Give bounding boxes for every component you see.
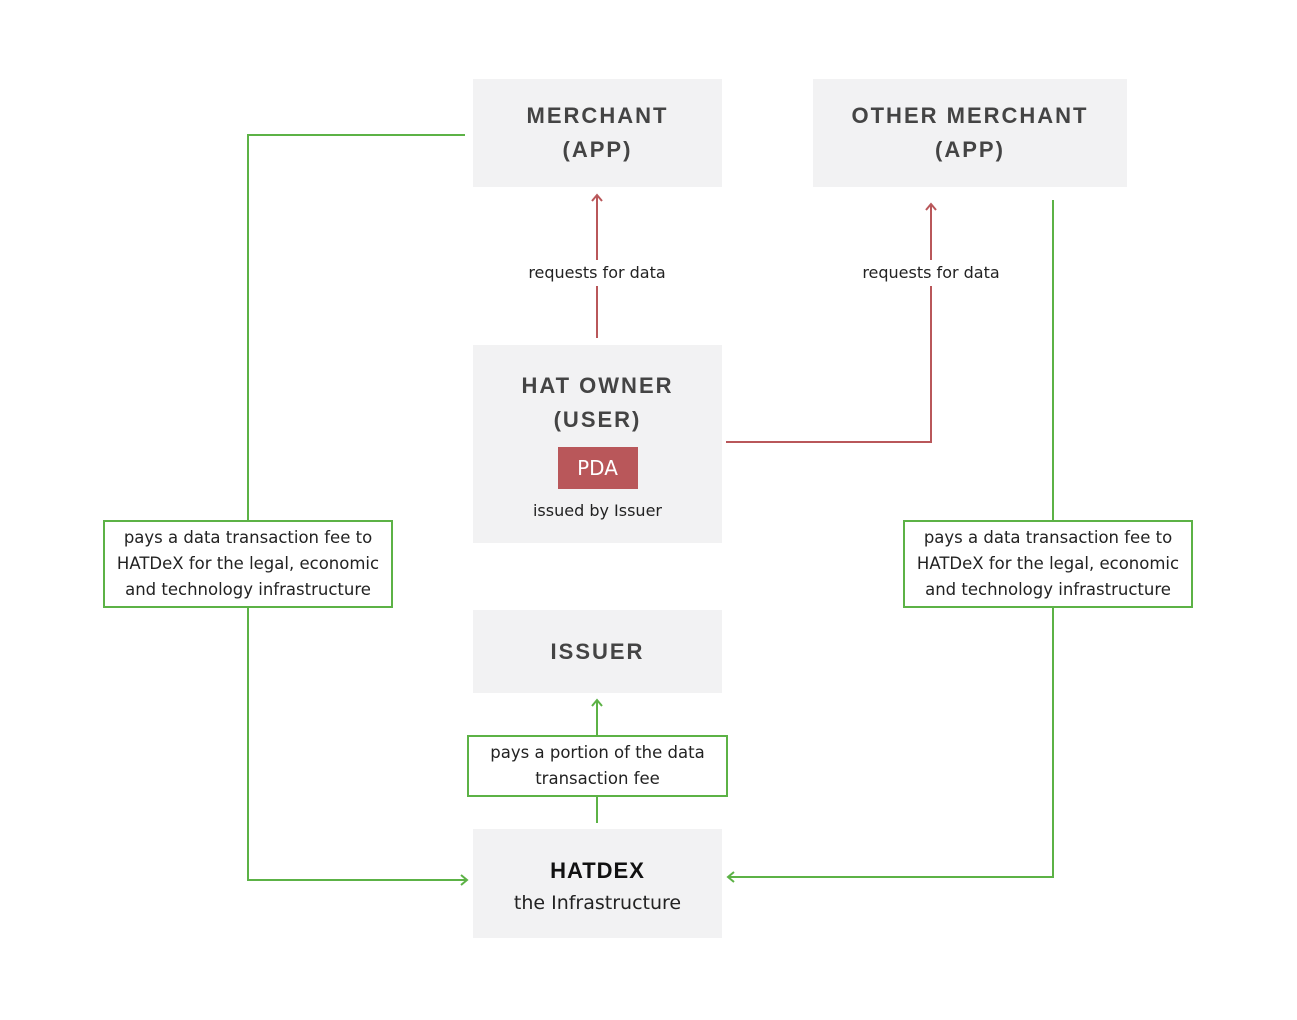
merchant-title: MERCHANT [526,103,669,128]
issuer-node: ISSUER [473,610,722,693]
merchant-node: MERCHANT (APP) [473,79,722,187]
hatdex-title: HATDEX [550,857,645,883]
request-label-merchant: requests for data [515,260,679,286]
hat-owner-title: HAT OWNER [521,372,674,398]
portion-fee-label: pays a portion of the data transaction f… [467,735,728,797]
pda-badge: PDA [557,446,638,489]
fee-arrow-left [247,134,469,886]
other-merchant-subtitle: (APP) [935,137,1005,162]
hat-owner-node: HAT OWNER (USER) PDA issued by Issuer [473,345,722,543]
other-merchant-title: OTHER MERCHANT [851,103,1089,128]
fee-label-left: pays a data transaction fee to HATDeX fo… [103,520,393,608]
request-label-other-merchant: requests for data [849,260,1013,286]
issuer-title: ISSUER [550,638,645,664]
pda-issued-caption: issued by Issuer [532,500,662,520]
hatdex-node: HATDEX the Infrastructure [473,829,722,938]
other-merchant-node: OTHER MERCHANT (APP) [813,79,1127,187]
hatdex-subtitle: the Infrastructure [513,891,682,914]
request-arrow-other-merchant [726,202,937,443]
merchant-subtitle: (APP) [562,137,633,162]
hat-owner-subtitle: (USER) [553,406,642,432]
fee-arrow-right [726,200,1054,883]
fee-label-right: pays a data transaction fee to HATDeX fo… [903,520,1193,608]
